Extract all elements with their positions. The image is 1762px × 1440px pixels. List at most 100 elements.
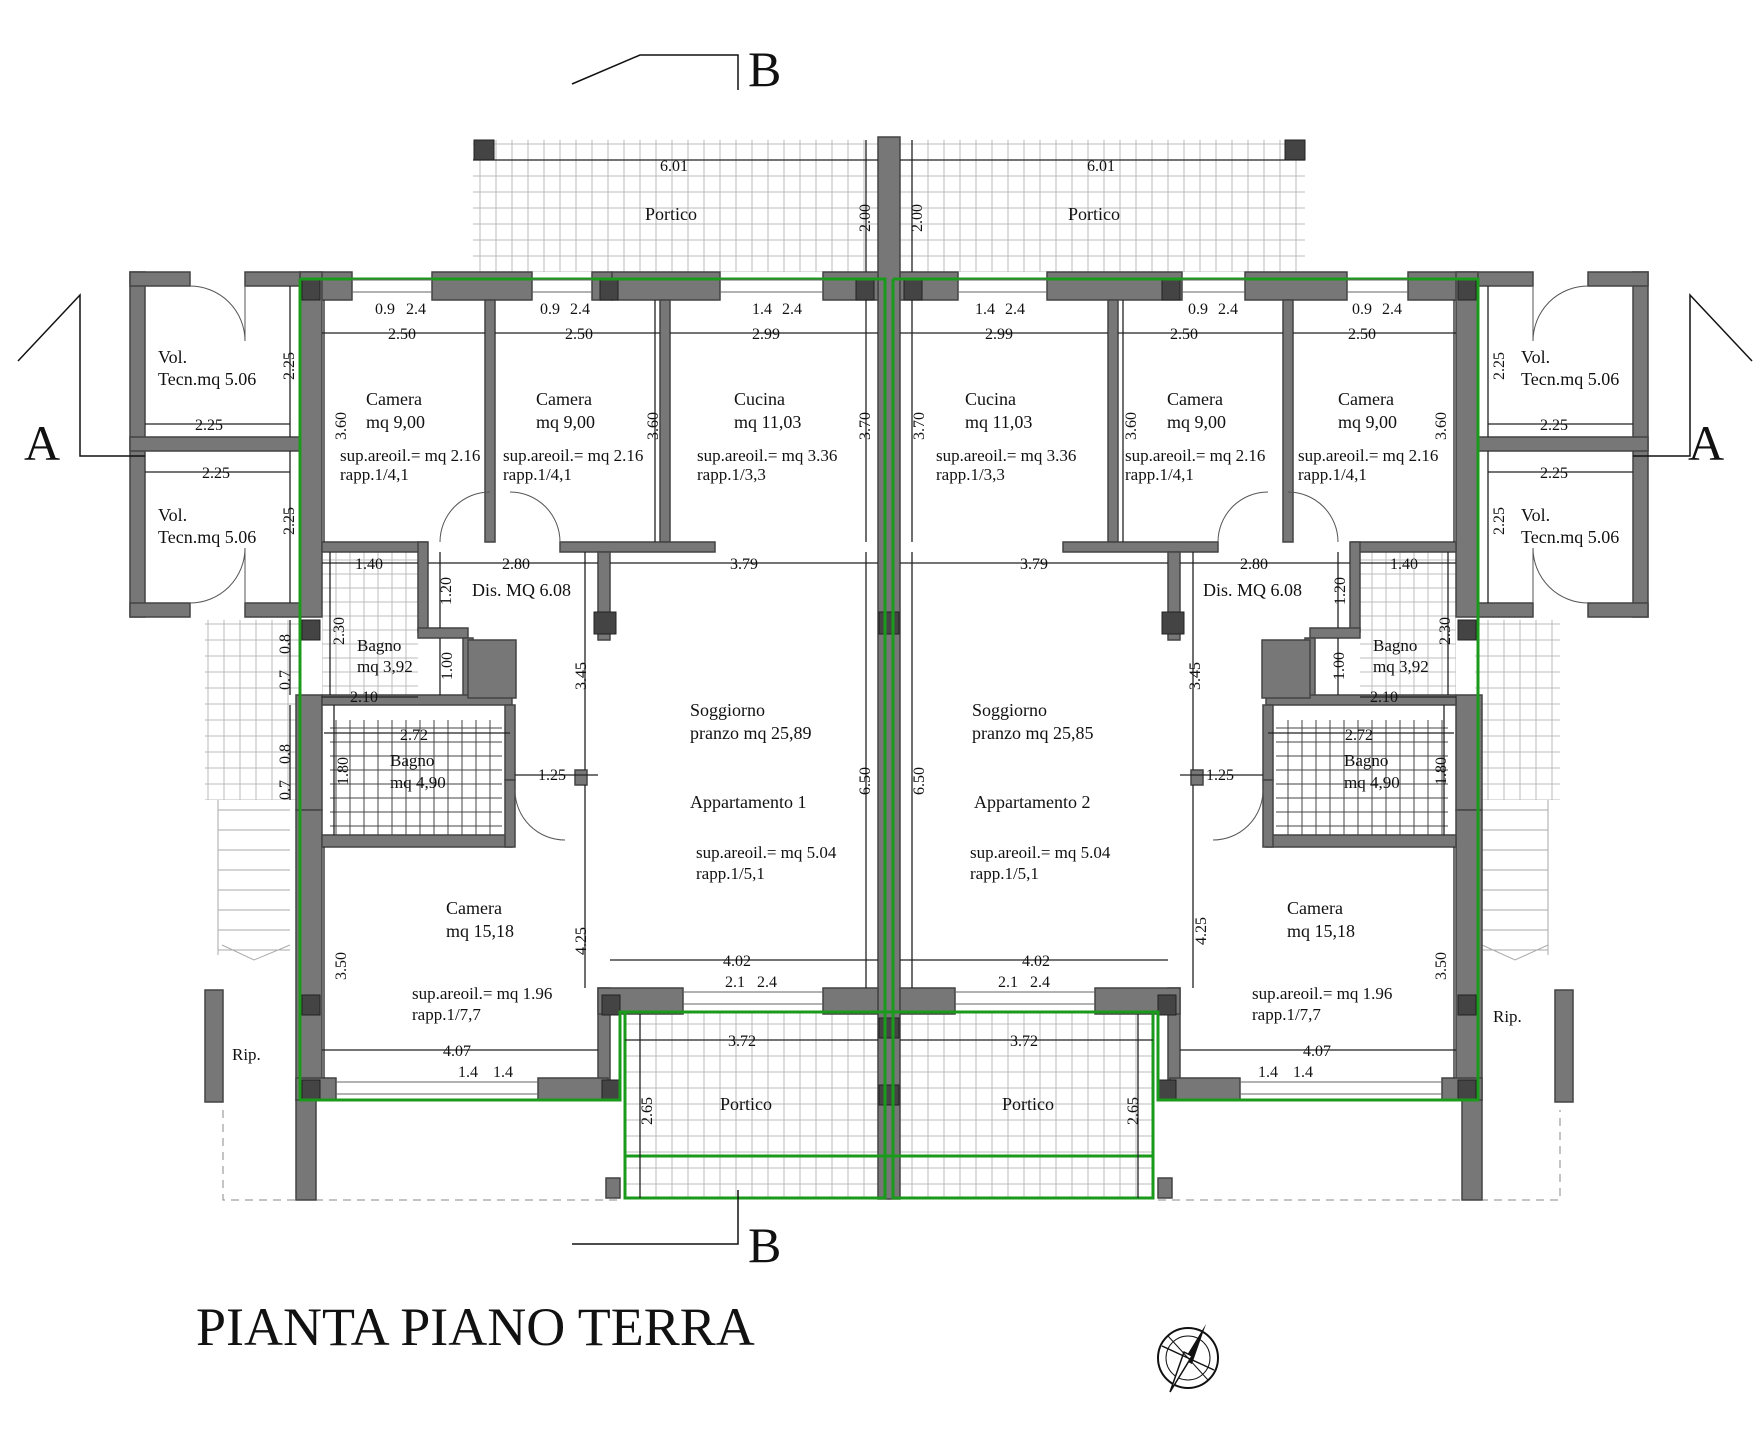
dimension-texts: 6.01 6.01 2.00 2.00 0.9 2.4 0.9 2.4 1.4 … <box>195 158 1568 1125</box>
boundary-left <box>222 1110 620 1201</box>
section-lines <box>17 54 1753 1245</box>
dim-text: 2.80 <box>502 556 530 573</box>
soggiorno-rapp: rapp.1/5,1 <box>970 864 1039 883</box>
dim-text: 3.60 <box>333 412 350 440</box>
dim-text: 6.01 <box>1087 158 1115 175</box>
vol-tecn-area: Tecn.mq 5.06 <box>158 527 256 547</box>
camera-sup: sup.areoil.= mq 2.16 <box>340 446 480 465</box>
dis-label: Dis. MQ 6.08 <box>1203 580 1302 600</box>
dim-text: 2.25 <box>281 507 298 535</box>
vol-tecn-label: Vol. <box>1521 505 1550 525</box>
vol-tecn-area: Tecn.mq 5.06 <box>1521 527 1619 547</box>
camera-big-label: Camera <box>1287 898 1343 918</box>
dim-text: 2.25 <box>202 465 230 482</box>
dim-text: 1.4 <box>1293 1064 1313 1081</box>
camera-rapp: rapp.1/4,1 <box>1125 465 1194 484</box>
camera-label: Camera <box>1167 389 1223 409</box>
camera-big-area: mq 15,18 <box>1287 921 1355 941</box>
camera-big-sup: sup.areoil.= mq 1.96 <box>412 984 552 1003</box>
dim-text: 3.45 <box>573 662 590 690</box>
camera-big-area: mq 15,18 <box>446 921 514 941</box>
bagno-label: Bagno <box>357 636 401 655</box>
dim-text: 1.20 <box>1332 577 1349 605</box>
dim-text: 2.72 <box>400 727 428 744</box>
bagno-area: mq 3,92 <box>1373 657 1429 676</box>
dis-label: Dis. MQ 6.08 <box>472 580 571 600</box>
dim-text: 3.50 <box>333 952 350 980</box>
dim-text: 0.9 <box>375 301 395 318</box>
cucina-rapp: rapp.1/3,3 <box>697 465 766 484</box>
dim-text: 2.1 <box>725 974 745 991</box>
camera-rapp: rapp.1/4,1 <box>340 465 409 484</box>
bagno-area: mq 3,92 <box>357 657 413 676</box>
dim-text: 4.07 <box>1303 1043 1331 1060</box>
soggiorno-sup: sup.areoil.= mq 5.04 <box>970 843 1111 862</box>
dim-text: 2.1 <box>998 974 1018 991</box>
page-title: PIANTA PIANO TERRA <box>196 1297 755 1357</box>
dim-text: 2.65 <box>639 1097 656 1125</box>
bagno-area: mq 4,90 <box>390 773 446 792</box>
cucina-label: Cucina <box>965 389 1016 409</box>
dim-text: 2.50 <box>388 326 416 343</box>
boundary-right <box>1158 1110 1561 1201</box>
dim-text: 2.25 <box>195 417 223 434</box>
soggiorno-rapp: rapp.1/5,1 <box>696 864 765 883</box>
soggiorno-area: pranzo mq 25,85 <box>972 723 1093 743</box>
left-stair <box>217 800 291 961</box>
soggiorno-label: Soggiorno <box>972 700 1047 720</box>
camera-sup: sup.areoil.= mq 2.16 <box>1298 446 1438 465</box>
labels-right: Portico Vol. Tecn.mq 5.06 Vol. Tecn.mq 5… <box>936 204 1619 1114</box>
dim-text: 1.4 <box>458 1064 478 1081</box>
dim-text: 3.60 <box>1123 412 1140 440</box>
dim-text: 2.4 <box>406 301 426 318</box>
cucina-label: Cucina <box>734 389 785 409</box>
north-arrow-icon <box>1157 1324 1219 1393</box>
dim-text: 2.50 <box>1348 326 1376 343</box>
right-side-tiles <box>1475 620 1560 800</box>
dim-text: 1.25 <box>1206 767 1234 784</box>
dimension-lines <box>145 140 1633 1198</box>
vol-tecn-label: Vol. <box>158 347 187 367</box>
dim-text: 0.9 <box>1352 301 1372 318</box>
portico-bottom-label: Portico <box>1002 1094 1054 1114</box>
section-marker-b-top: B <box>748 41 781 97</box>
camera-label: Camera <box>536 389 592 409</box>
camera-rapp: rapp.1/4,1 <box>503 465 572 484</box>
dim-text: 2.4 <box>1005 301 1025 318</box>
dim-text: 2.4 <box>1218 301 1238 318</box>
bagno-area: mq 4,90 <box>1344 773 1400 792</box>
labels-left: Portico Vol. Tecn.mq 5.06 Vol. Tecn.mq 5… <box>158 204 837 1114</box>
cucina-area: mq 11,03 <box>734 412 801 432</box>
camera-area: mq 9,00 <box>366 412 425 432</box>
dim-text: 2.65 <box>1125 1097 1142 1125</box>
cucina-sup: sup.areoil.= mq 3.36 <box>697 446 837 465</box>
dim-text: 0.7 <box>277 670 294 690</box>
dim-text: 6.01 <box>660 158 688 175</box>
dim-text: 1.80 <box>335 757 352 785</box>
windows <box>336 279 1442 1095</box>
section-marker-a-left: A <box>24 415 60 471</box>
cucina-sup: sup.areoil.= mq 3.36 <box>936 446 1076 465</box>
dim-text: 3.50 <box>1433 952 1450 980</box>
vol-tecn-area: Tecn.mq 5.06 <box>158 369 256 389</box>
dim-text: 0.7 <box>277 780 294 800</box>
dim-text: 3.70 <box>911 412 928 440</box>
dim-text: 2.50 <box>565 326 593 343</box>
dim-text: 2.72 <box>1345 727 1373 744</box>
bagno-label: Bagno <box>1373 636 1417 655</box>
party-wall <box>877 136 901 1200</box>
section-marker-a-right: A <box>1688 415 1724 471</box>
left-side-tiles <box>205 620 300 800</box>
dim-text: 2.25 <box>1491 507 1508 535</box>
dim-text: 2.25 <box>1491 352 1508 380</box>
camera-big-rapp: rapp.1/7,7 <box>1252 1005 1321 1024</box>
dim-text: 3.79 <box>1020 556 1048 573</box>
cucina-rapp: rapp.1/3,3 <box>936 465 1005 484</box>
soggiorno-area: pranzo mq 25,89 <box>690 723 811 743</box>
dim-text: 2.4 <box>782 301 802 318</box>
outline-unit-2 <box>891 277 1480 1200</box>
dim-text: 2.25 <box>1540 465 1568 482</box>
vol-tecn-label: Vol. <box>1521 347 1550 367</box>
camera-area: mq 9,00 <box>1338 412 1397 432</box>
dim-text: 2.30 <box>1437 617 1454 645</box>
